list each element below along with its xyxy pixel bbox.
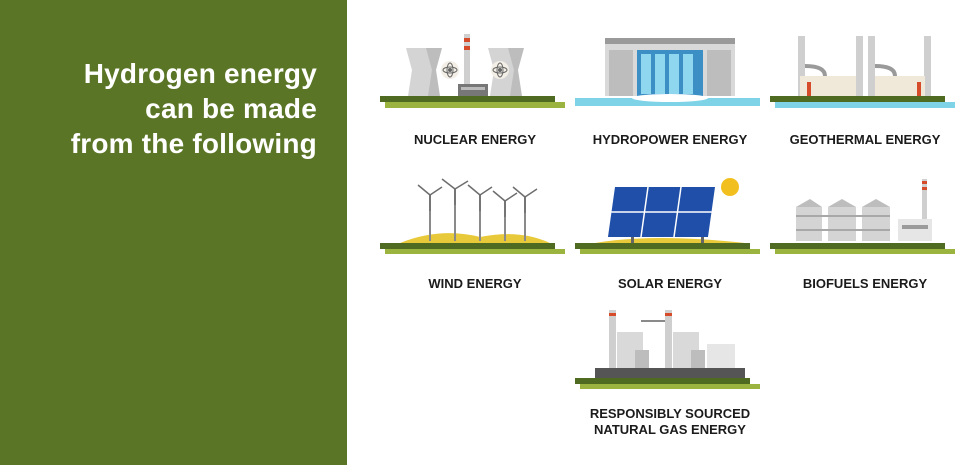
- label-hydropower: HYDROPOWER ENERGY: [592, 132, 748, 147]
- label-nuclear: NUCLEAR ENERGY: [413, 132, 537, 147]
- headline-line-1: Hydrogen energy: [83, 58, 317, 89]
- label-solar: SOLAR ENERGY: [617, 276, 722, 291]
- title-panel: Hydrogen energy can be made from the fol…: [0, 0, 347, 465]
- tile-natural-gas: RESPONSIBLY SOURCED NATURAL GAS ENERGY: [575, 310, 765, 437]
- headline: Hydrogen energy can be made from the fol…: [17, 56, 317, 161]
- label-biofuels: BIOFUELS ENERGY: [802, 276, 928, 291]
- label-natural-gas-line-2: NATURAL GAS ENERGY: [594, 422, 746, 437]
- gas-plant-icon: [575, 310, 760, 389]
- tile-biofuels: BIOFUELS ENERGY: [770, 175, 960, 291]
- headline-line-2: can be made: [145, 93, 317, 124]
- label-geothermal: GEOTHERMAL ENERGY: [789, 132, 941, 147]
- label-natural-gas: RESPONSIBLY SOURCED NATURAL GAS ENERGY: [575, 406, 765, 438]
- tile-wind: WIND ENERGY: [380, 175, 570, 291]
- label-wind: WIND ENERGY: [428, 276, 522, 291]
- tile-geothermal: GEOTHERMAL ENERGY: [770, 30, 960, 147]
- geothermal-plant-icon: [770, 36, 955, 108]
- solar-panels-icon: [575, 178, 760, 254]
- biofuel-plant-icon: [770, 179, 955, 254]
- tile-solar: SOLAR ENERGY: [575, 175, 765, 291]
- label-natural-gas-line-1: RESPONSIBLY SOURCED: [589, 406, 751, 421]
- headline-line-3: from the following: [70, 128, 317, 159]
- tile-hydropower: HYDROPOWER ENERGY: [575, 30, 765, 147]
- tile-nuclear: NUCLEAR ENERGY: [380, 30, 570, 147]
- wind-turbines-icon: [380, 178, 565, 254]
- hydro-dam-icon: [575, 38, 760, 106]
- nuclear-plant-icon: [380, 34, 565, 108]
